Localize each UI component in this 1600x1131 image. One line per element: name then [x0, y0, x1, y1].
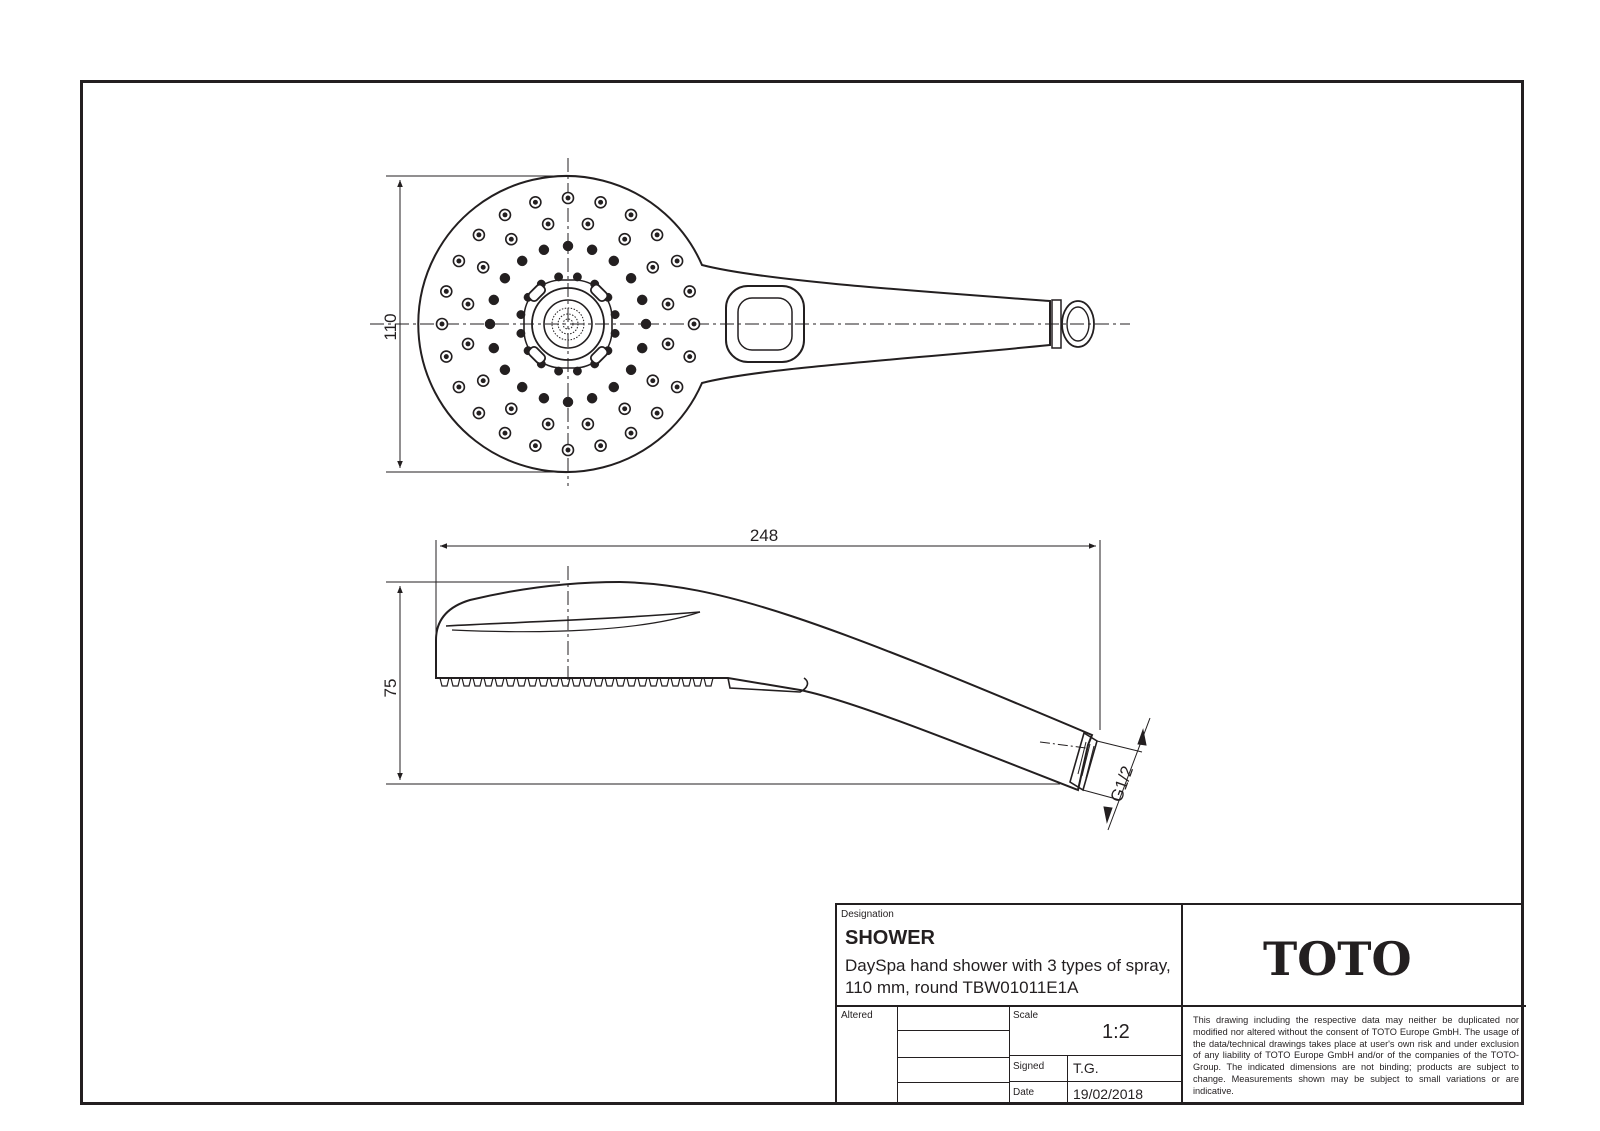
- nozzle-core: [665, 341, 671, 347]
- dim-height-side: 75: [381, 679, 400, 698]
- nozzle-core: [650, 264, 656, 270]
- toto-logo: TOTO: [1263, 932, 1412, 986]
- nozzle: [625, 272, 637, 284]
- drawing-description: DaySpa hand shower with 3 types of spray…: [845, 956, 1171, 997]
- nozzle: [538, 244, 550, 256]
- nozzle: [636, 342, 648, 354]
- nozzle-core: [456, 384, 462, 390]
- nozzle-core: [502, 212, 508, 218]
- nozzle: [586, 244, 598, 256]
- nozzle: [608, 381, 620, 393]
- nozzle: [572, 272, 582, 282]
- nozzle: [538, 392, 550, 404]
- nozzle: [499, 364, 511, 376]
- slot-nozzle: [527, 283, 547, 303]
- drawing-frame: [80, 80, 1524, 1105]
- nozzle-core: [628, 212, 634, 218]
- drawing-title: SHOWER: [845, 927, 935, 949]
- nozzle-core: [585, 421, 591, 427]
- nozzle-core: [508, 406, 514, 412]
- nozzle-core: [622, 406, 628, 412]
- nozzle-core: [465, 301, 471, 307]
- signed-value: T.G.: [1073, 1060, 1099, 1076]
- nozzle-core: [443, 288, 449, 294]
- nozzle-core: [674, 384, 680, 390]
- nozzle-core: [565, 447, 571, 453]
- nozzle-core: [654, 232, 660, 238]
- nozzle: [516, 310, 526, 320]
- nozzle-core: [508, 236, 514, 242]
- nozzle: [610, 328, 620, 338]
- nozzle-core: [439, 321, 445, 327]
- dim-thread: G1/2: [1107, 764, 1137, 805]
- dim-height-front: 110: [381, 313, 400, 340]
- nozzle: [562, 240, 574, 252]
- nozzle-core: [476, 410, 482, 416]
- nozzle: [640, 318, 652, 330]
- nozzle: [586, 392, 598, 404]
- side-view: [435, 566, 1098, 792]
- slot-nozzle: [589, 345, 609, 365]
- spray-nozzles: [435, 191, 701, 457]
- disclaimer-text: This drawing including the respective da…: [1193, 1015, 1519, 1096]
- nozzle-core: [476, 232, 482, 238]
- nozzle-core: [443, 354, 449, 360]
- nozzle-core: [691, 321, 697, 327]
- nozzle-core: [654, 410, 660, 416]
- thread-dimension: [1082, 717, 1151, 831]
- nozzle-core: [687, 354, 693, 360]
- nozzle: [562, 396, 574, 408]
- nozzle: [516, 255, 528, 267]
- nozzle-core: [622, 236, 628, 242]
- nozzle-core: [480, 264, 486, 270]
- altered-label: Altered: [841, 1010, 873, 1021]
- slot-nozzle: [589, 283, 609, 303]
- designation-label: Designation: [841, 909, 894, 920]
- nozzle: [488, 342, 500, 354]
- nozzle-core: [480, 378, 486, 384]
- nozzle: [572, 366, 582, 376]
- date-label: Date: [1013, 1087, 1035, 1098]
- nozzle: [499, 272, 511, 284]
- title-block: Designation SHOWER DaySpa hand shower wi…: [835, 903, 1526, 1105]
- nozzle-core: [502, 430, 508, 436]
- scale-label: Scale: [1013, 1010, 1039, 1021]
- nozzle-core: [598, 443, 604, 449]
- nozzle-core: [585, 221, 591, 227]
- nozzle-core: [532, 443, 538, 449]
- nozzle: [636, 294, 648, 306]
- dim-length: 248: [750, 526, 778, 545]
- date-value: 19/02/2018: [1073, 1086, 1144, 1102]
- nozzle-core: [598, 199, 604, 205]
- nozzle-core: [628, 430, 634, 436]
- nozzle-core: [650, 378, 656, 384]
- nozzle-core: [545, 221, 551, 227]
- front-height-dimension: [386, 175, 568, 473]
- nozzle: [484, 318, 496, 330]
- nozzle: [625, 364, 637, 376]
- signed-label: Signed: [1013, 1061, 1045, 1072]
- slot-nozzle: [527, 345, 547, 365]
- nozzle: [554, 366, 564, 376]
- nozzle-core: [665, 301, 671, 307]
- scale-value: 1:2: [1102, 1021, 1130, 1043]
- nozzle: [516, 328, 526, 338]
- nozzle-core: [565, 195, 571, 201]
- nozzle-core: [456, 258, 462, 264]
- front-view: [370, 158, 1130, 486]
- nozzle-core: [465, 341, 471, 347]
- nozzle: [554, 272, 564, 282]
- nozzle: [488, 294, 500, 306]
- nozzle-core: [532, 199, 538, 205]
- nozzle: [608, 255, 620, 267]
- side-height-dimension: [386, 581, 1060, 785]
- nozzle-core: [674, 258, 680, 264]
- nozzle: [516, 381, 528, 393]
- length-dimension: [435, 540, 1101, 730]
- nozzle-core: [687, 288, 693, 294]
- nozzle-core: [545, 421, 551, 427]
- nozzle: [610, 310, 620, 320]
